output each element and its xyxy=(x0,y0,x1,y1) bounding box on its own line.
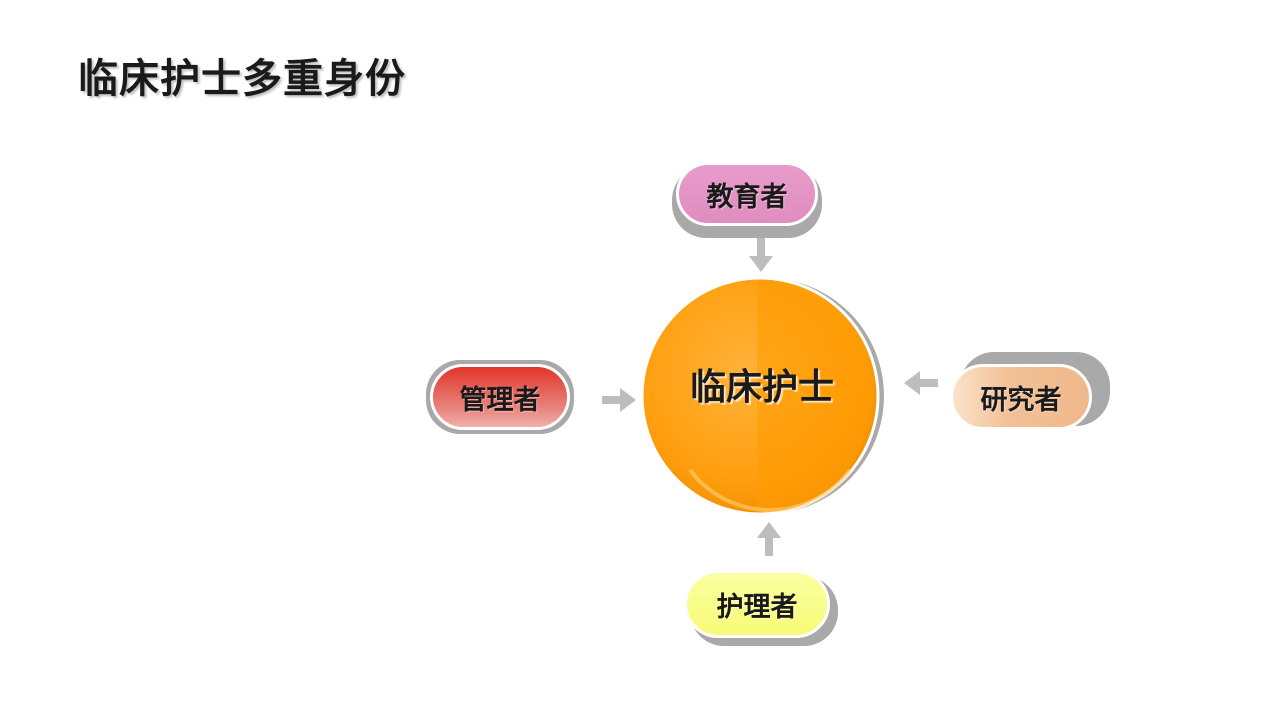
caregiver-node[interactable]: 护理者 xyxy=(684,570,830,638)
educator-node[interactable]: 教育者 xyxy=(676,162,818,226)
center-label: 临床护士 xyxy=(689,367,834,408)
educator-label: 教育者 xyxy=(706,181,788,213)
arrow-from-researcher xyxy=(904,371,938,395)
center-circle-highlight xyxy=(757,280,873,512)
arrow-from-caregiver xyxy=(757,522,781,556)
researcher-label: 研究者 xyxy=(980,384,1062,416)
slide-title: 临床护士多重身份 xyxy=(78,56,406,102)
arrow-from-educator xyxy=(749,238,773,272)
arrow-from-manager xyxy=(602,388,636,412)
center-circle-shine xyxy=(688,468,852,512)
manager-label: 管理者 xyxy=(459,384,541,416)
arrows xyxy=(602,238,938,556)
researcher-node[interactable]: 研究者 xyxy=(950,364,1092,430)
caregiver-label: 护理者 xyxy=(716,591,798,623)
manager-node[interactable]: 管理者 xyxy=(430,364,570,430)
